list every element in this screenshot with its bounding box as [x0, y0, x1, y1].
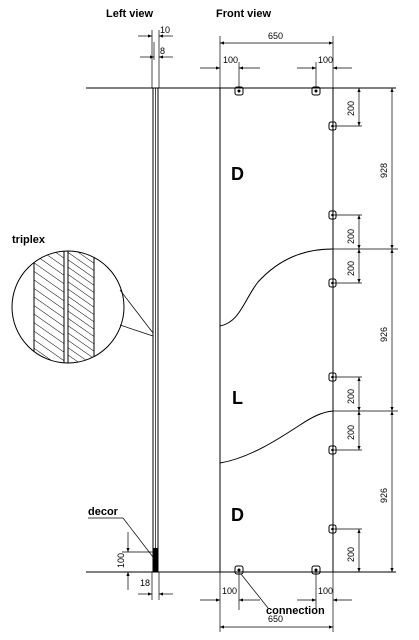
front-view-heading: Front view	[216, 8, 271, 20]
top-650-label: 650	[268, 31, 283, 41]
top-hinges	[234, 86, 321, 96]
curve-middle-to-bottom	[219, 410, 334, 464]
bottom-left-100-label: 100	[222, 586, 237, 596]
left-dim-18: 18	[140, 578, 150, 588]
left-dim-8: 8	[160, 46, 165, 56]
bottom-right-100-label: 100	[318, 586, 333, 596]
top-right-100-label: 100	[318, 55, 333, 65]
panel-middle-letter: L	[232, 388, 243, 408]
dim-200-4: 200	[346, 389, 356, 404]
dim-200-1: 200	[346, 101, 356, 116]
bottom-hinges	[234, 565, 321, 575]
dim-926-b: 926	[379, 488, 389, 503]
left-dim-10: 10	[160, 25, 170, 35]
dim-926-a: 926	[379, 327, 389, 342]
bottom-650-label: 650	[268, 614, 283, 624]
dim-200-3: 200	[346, 261, 356, 276]
front-view-frame	[219, 87, 334, 573]
dim-200-6: 200	[346, 547, 356, 562]
panel-top-letter: D	[231, 164, 244, 184]
connection-leader	[240, 573, 269, 609]
decor-leader-diagonal	[122, 517, 154, 558]
left-dim-100: 100	[116, 553, 126, 568]
left-view-bottom-dims	[122, 532, 173, 600]
panel-bottom-letter: D	[231, 505, 244, 525]
connection-label: connection	[266, 605, 325, 617]
right-extension-lines	[333, 125, 398, 530]
dim-200-5: 200	[346, 425, 356, 440]
decor-label: decor	[88, 506, 119, 518]
curve-top-to-middle	[219, 248, 334, 327]
dim-928: 928	[379, 163, 389, 178]
triplex-detail-circle	[11, 250, 154, 364]
left-view-heading: Left view	[106, 8, 154, 20]
left-view-top-dims	[138, 30, 173, 88]
dim-200-2: 200	[346, 229, 356, 244]
triplex-label: triplex	[12, 234, 46, 246]
left-view-glass	[152, 87, 159, 573]
front-view-extensions	[219, 36, 334, 632]
top-left-100-label: 100	[223, 55, 238, 65]
